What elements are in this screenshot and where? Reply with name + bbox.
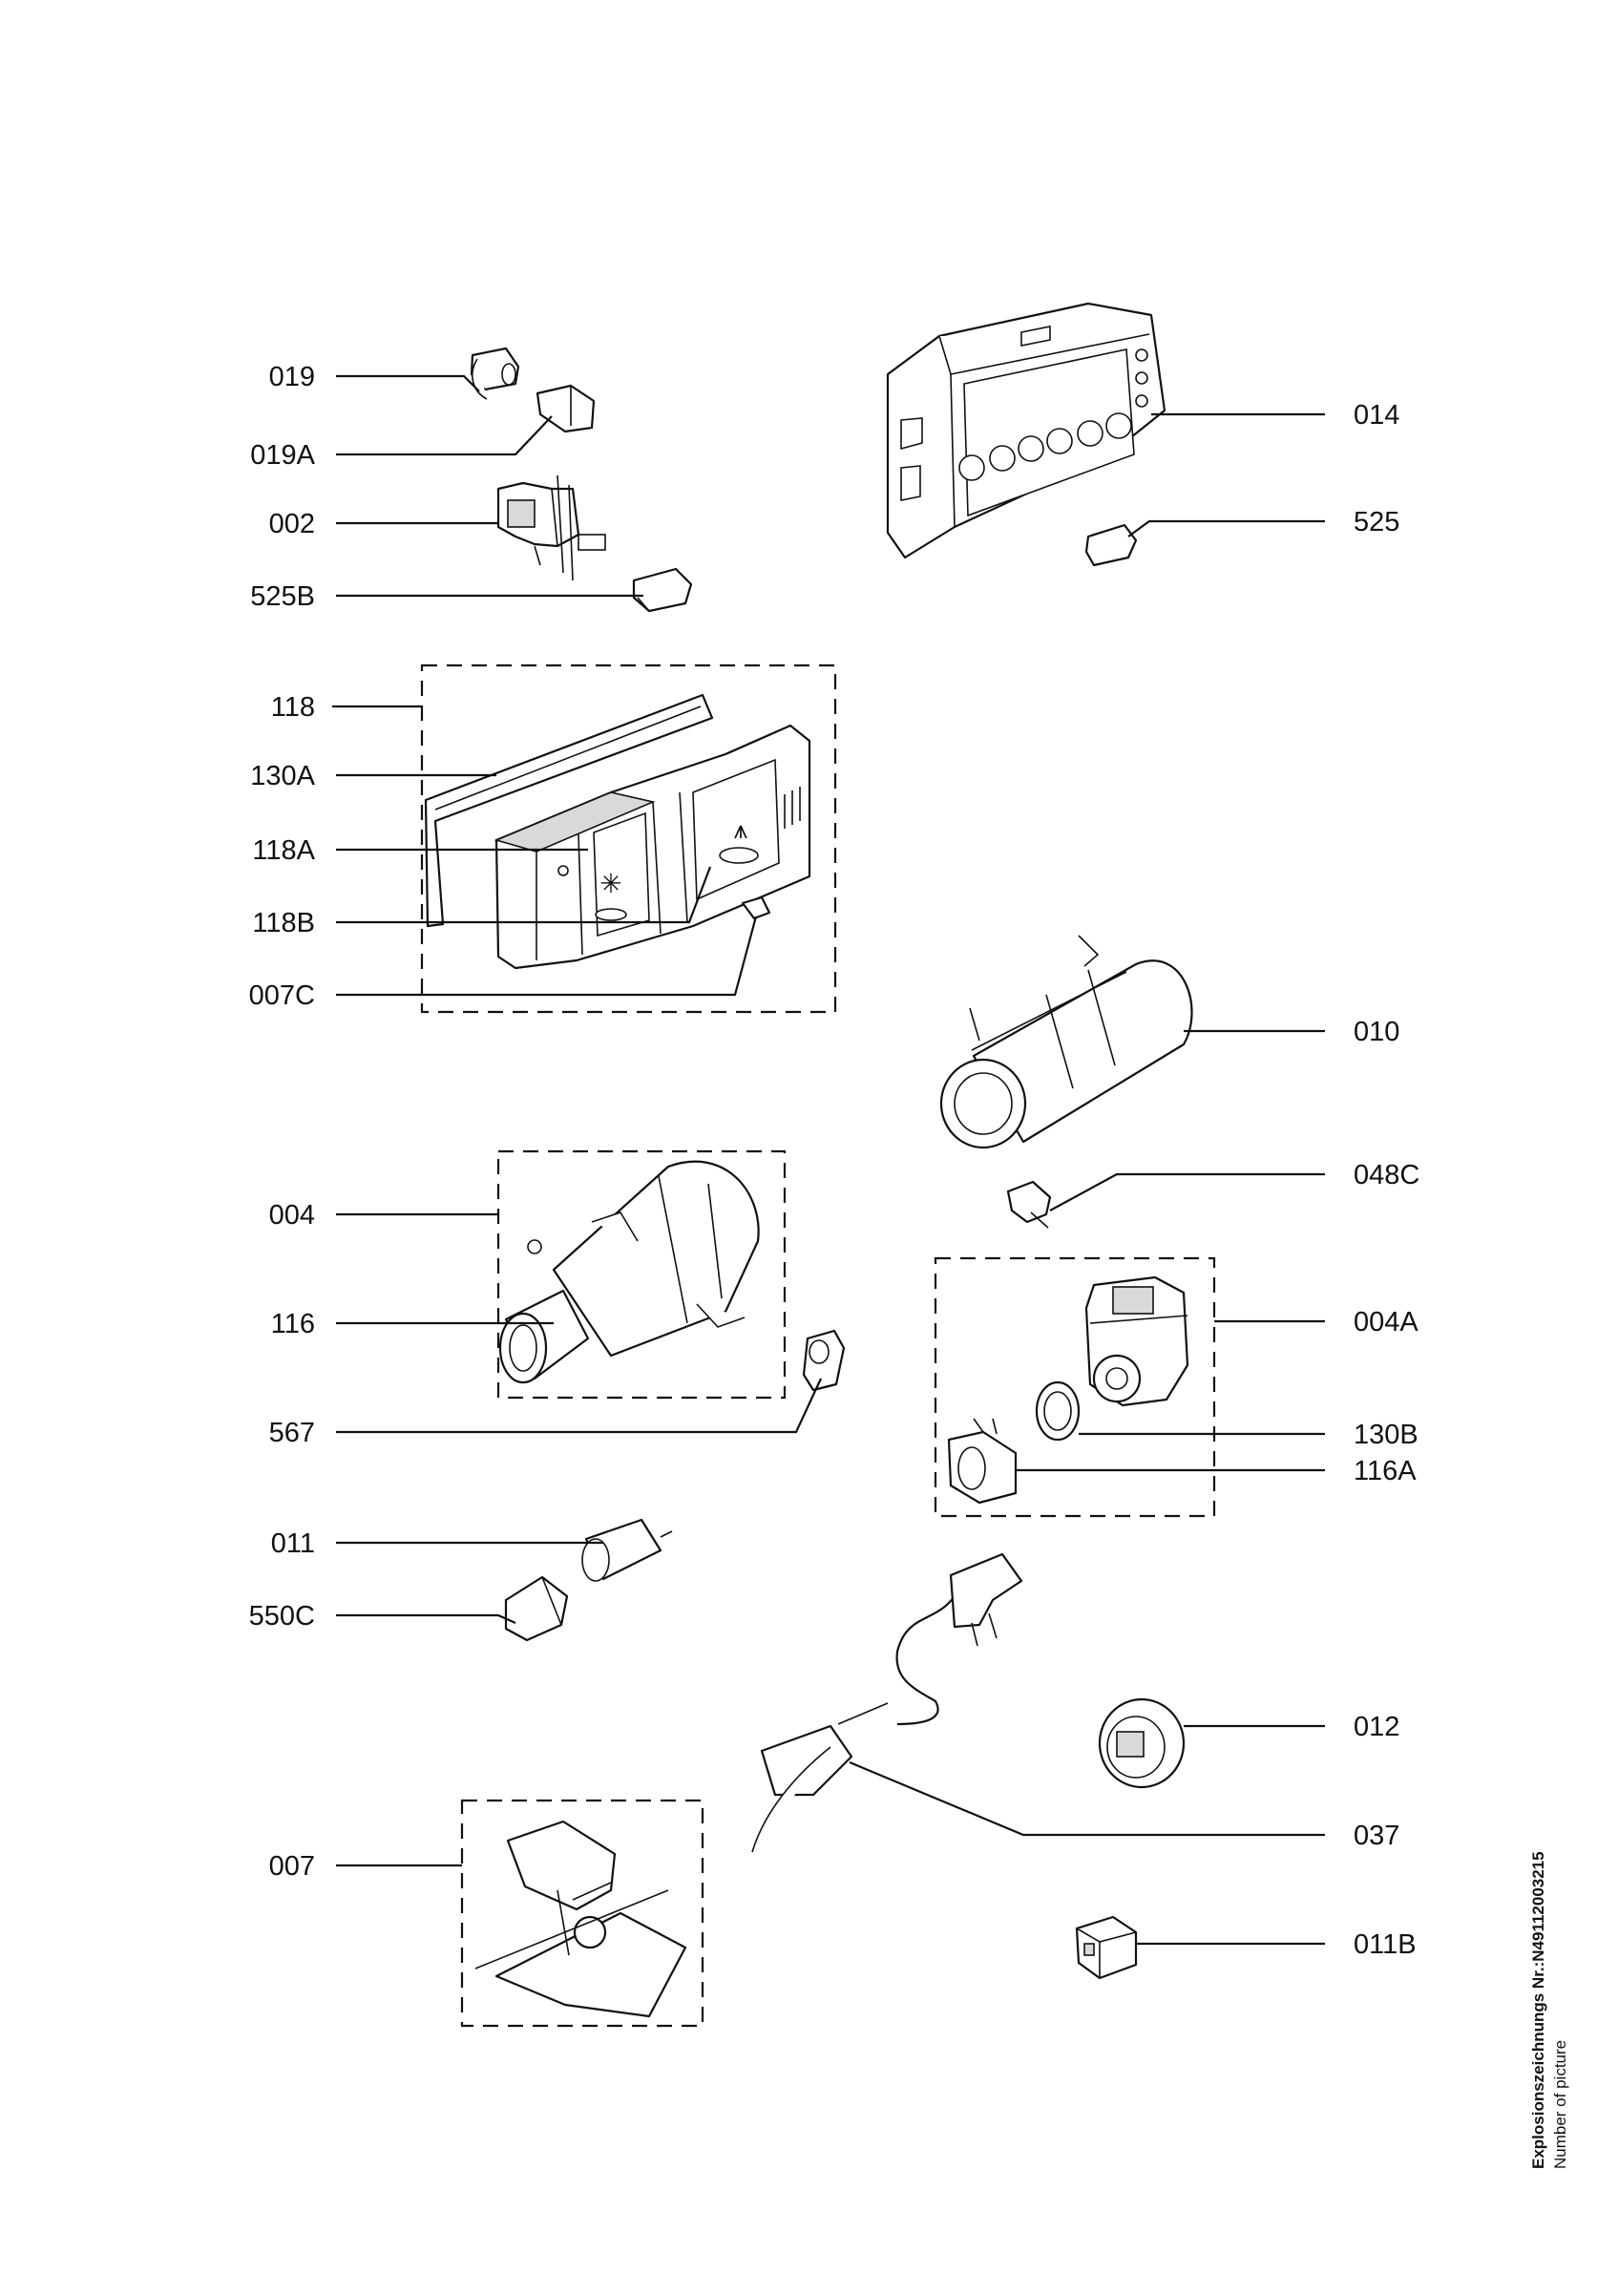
part-525B-button (632, 567, 693, 613)
group-box-118 (420, 664, 837, 1014)
part-011B-relay (1075, 1915, 1138, 1980)
part-014-control-module (886, 302, 1166, 559)
label-118A: 118A (252, 835, 315, 866)
label-004: 004 (269, 1200, 315, 1231)
label-019: 019 (269, 362, 315, 392)
part-525-button (1084, 523, 1138, 567)
drawing-number: Explosionszeichnungs Nr.:N49112003215 (1529, 1851, 1547, 2169)
part-010-heater (939, 935, 1193, 1149)
part-130B-o-ring (1035, 1380, 1081, 1442)
part-002-switch (496, 474, 606, 581)
label-048C: 048C (1354, 1160, 1419, 1190)
part-550C-cap (504, 1575, 569, 1642)
label-019A: 019A (250, 440, 315, 471)
part-004-pump (527, 1160, 760, 1358)
label-011: 011 (271, 1528, 315, 1559)
label-011B: 011B (1354, 1929, 1417, 1960)
part-048C-sensor (1006, 1180, 1052, 1229)
label-118B: 118B (252, 908, 315, 938)
leader-lines (332, 374, 1325, 1946)
label-550C: 550C (249, 1601, 315, 1632)
part-007C-clip (741, 895, 771, 920)
label-567: 567 (269, 1418, 315, 1448)
label-525: 525 (1354, 507, 1399, 537)
label-002: 002 (269, 509, 315, 539)
drawing-number-caption: Number of picture (1551, 2040, 1569, 2169)
label-007C: 007C (249, 980, 315, 1011)
part-012-pressure-switch (1098, 1697, 1186, 1789)
part-116-pump-inlet (498, 1289, 590, 1384)
svg-text:✳: ✳ (599, 869, 621, 898)
label-118: 118 (271, 692, 315, 723)
part-011-capacitor (581, 1518, 673, 1582)
part-567-clamp (802, 1329, 846, 1392)
part-019-clip (470, 347, 520, 400)
part-118-dispenser: ✳ ⩚ (494, 724, 811, 970)
part-004A-drain-pump (1084, 1275, 1189, 1407)
label-007: 007 (269, 1851, 315, 1882)
label-525B: 525B (250, 581, 315, 612)
label-037: 037 (1354, 1821, 1399, 1851)
label-010: 010 (1354, 1017, 1399, 1047)
label-130A: 130A (250, 761, 315, 791)
svg-text:⩚: ⩚ (734, 815, 748, 844)
label-012: 012 (1354, 1712, 1399, 1742)
part-007-spray-arm (474, 1820, 687, 2018)
part-116A-pump-housing (947, 1418, 1018, 1505)
group-box-004 (496, 1149, 787, 1400)
label-004A: 004A (1354, 1307, 1418, 1338)
part-037-hose (751, 1552, 1023, 1853)
label-116A: 116A (1354, 1456, 1417, 1486)
group-box-004A (934, 1256, 1216, 1518)
group-box-007 (460, 1799, 704, 2028)
part-019A-plug (536, 384, 596, 433)
label-130B: 130B (1354, 1420, 1418, 1450)
label-014: 014 (1354, 400, 1399, 431)
label-116: 116 (271, 1309, 315, 1339)
part-130A-gasket (424, 693, 714, 928)
